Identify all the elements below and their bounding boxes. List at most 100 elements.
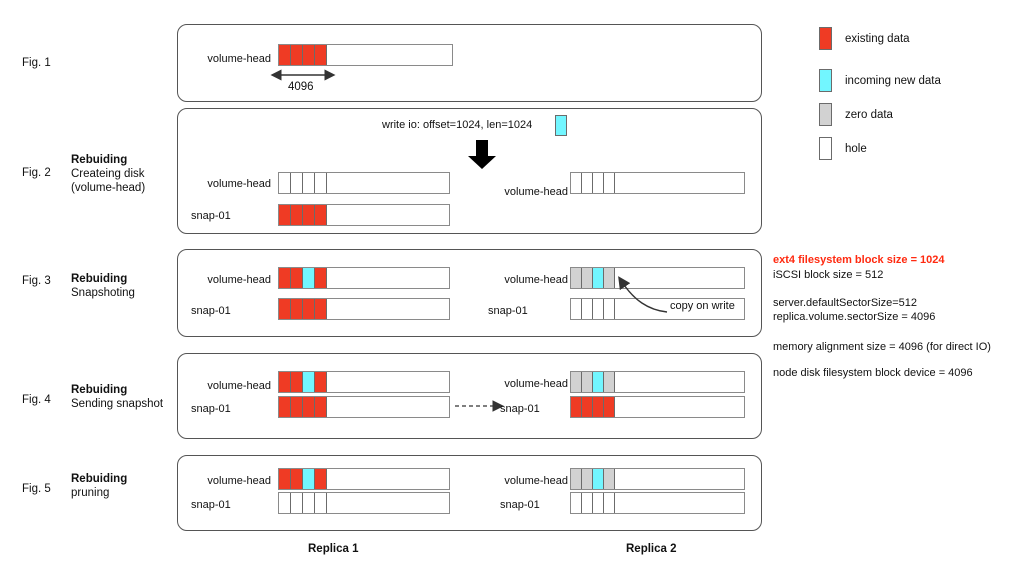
row-label-fig4-r2-volume-head: volume-head bbox=[504, 378, 568, 390]
stage-description-fig-2: Rebuiding Createing disk (volume-head) bbox=[71, 153, 145, 195]
row-label-fig5-r2-snap01: snap-01 bbox=[500, 499, 540, 511]
segment-hole bbox=[582, 493, 593, 513]
segment-existing-data bbox=[279, 372, 291, 392]
segment-existing-data bbox=[593, 397, 604, 417]
panel-fig-1 bbox=[177, 24, 762, 102]
segment-existing-data bbox=[315, 299, 327, 319]
copy-on-write-label: copy on write bbox=[670, 300, 735, 312]
segment-hole bbox=[593, 493, 604, 513]
fig-label-3: Fig. 3 bbox=[22, 275, 51, 287]
legend-label-hole: hole bbox=[845, 142, 867, 155]
stage-description-fig-4: Rebuiding Sending snapshot bbox=[71, 383, 163, 411]
write-io-block-incoming-data bbox=[555, 115, 567, 136]
row-label-fig1-r1-volume-head: volume-head bbox=[207, 53, 271, 65]
bar-fig2-replica1-volume-head bbox=[278, 172, 450, 194]
dimension-label-4096: 4096 bbox=[288, 81, 314, 93]
row-label-fig5-r1-snap01: snap-01 bbox=[191, 499, 231, 511]
segment-hole bbox=[303, 173, 315, 193]
segment-hole bbox=[593, 173, 604, 193]
row-label-fig5-r2-volume-head: volume-head bbox=[504, 475, 568, 487]
row-label-fig4-r1-snap01: snap-01 bbox=[191, 403, 231, 415]
write-io-label: write io: offset=1024, len=1024 bbox=[382, 119, 533, 131]
footer-replica-1: Replica 1 bbox=[308, 543, 359, 555]
panel-fig-2 bbox=[177, 108, 762, 234]
segment-zero-data bbox=[582, 469, 593, 489]
segment-zero-data bbox=[582, 372, 593, 392]
segment-hole bbox=[615, 397, 744, 417]
stage-description-fig-3: Rebuiding Snapshoting bbox=[71, 272, 135, 300]
note-replica-sector-size: replica.volume.sectorSize = 4096 bbox=[773, 311, 936, 323]
segment-existing-data bbox=[291, 397, 303, 417]
segment-existing-data bbox=[315, 397, 327, 417]
segment-existing-data bbox=[291, 372, 303, 392]
stage-line1-fig-5: pruning bbox=[71, 487, 110, 499]
segment-existing-data bbox=[315, 469, 327, 489]
legend-item-incoming-new-data: incoming new data bbox=[819, 69, 941, 92]
segment-existing-data bbox=[315, 372, 327, 392]
bar-fig5-replica2-volume-head bbox=[570, 468, 745, 490]
legend-item-hole: hole bbox=[819, 137, 867, 160]
stage-title-fig-4: Rebuiding bbox=[71, 384, 128, 396]
segment-existing-data bbox=[279, 299, 291, 319]
bar-fig4-replica1-volume-head bbox=[278, 371, 450, 393]
fig-label-1: Fig. 1 bbox=[22, 57, 51, 69]
bar-fig3-replica1-volume-head bbox=[278, 267, 450, 289]
legend-item-zero-data: zero data bbox=[819, 103, 893, 126]
note-memory-alignment-size: memory alignment size = 4096 (for direct… bbox=[773, 341, 991, 353]
legend-label-zero-data: zero data bbox=[845, 108, 893, 121]
legend-swatch-incoming-new-data bbox=[819, 69, 832, 92]
stage-line1-fig-3: Snapshoting bbox=[71, 287, 135, 299]
segment-incoming-new-data bbox=[593, 372, 604, 392]
segment-hole bbox=[593, 299, 604, 319]
segment-incoming-new-data bbox=[303, 268, 315, 288]
segment-existing-data bbox=[279, 397, 291, 417]
bar-fig5-replica1-snap01 bbox=[278, 492, 450, 514]
segment-hole bbox=[327, 268, 449, 288]
segment-hole bbox=[615, 268, 744, 288]
stage-line1-fig-2: Createing disk bbox=[71, 168, 145, 180]
row-label-fig3-r2-snap01: snap-01 bbox=[488, 305, 528, 317]
segment-hole bbox=[327, 493, 449, 513]
segment-existing-data bbox=[291, 205, 303, 225]
note-ext4-block-size: ext4 filesystem block size = 1024 bbox=[773, 254, 945, 266]
segment-hole bbox=[327, 173, 449, 193]
down-arrow-icon bbox=[468, 140, 496, 169]
bar-fig3-replica2-snap01 bbox=[570, 298, 745, 320]
segment-zero-data bbox=[604, 268, 615, 288]
legend-swatch-existing-data bbox=[819, 27, 832, 50]
segment-zero-data bbox=[582, 268, 593, 288]
segment-zero-data bbox=[604, 372, 615, 392]
row-label-fig5-r1-volume-head: volume-head bbox=[207, 475, 271, 487]
segment-hole bbox=[291, 173, 303, 193]
segment-existing-data bbox=[303, 299, 315, 319]
segment-existing-data bbox=[279, 268, 291, 288]
send-snapshot-dashed-arrow bbox=[455, 400, 505, 412]
fig-label-2: Fig. 2 bbox=[22, 167, 51, 179]
segment-hole bbox=[279, 493, 291, 513]
segment-hole bbox=[315, 173, 327, 193]
row-label-fig2-r2-volume-head: volume-head bbox=[504, 186, 568, 198]
segment-incoming-new-data bbox=[593, 469, 604, 489]
legend-swatch-hole bbox=[819, 137, 832, 160]
segment-existing-data bbox=[303, 205, 315, 225]
stage-title-fig-3: Rebuiding bbox=[71, 273, 128, 285]
segment-existing-data bbox=[604, 397, 615, 417]
segment-hole bbox=[582, 299, 593, 319]
legend-swatch-zero-data bbox=[819, 103, 832, 126]
segment-hole bbox=[327, 299, 449, 319]
segment-hole bbox=[571, 299, 582, 319]
fig-label-5: Fig. 5 bbox=[22, 483, 51, 495]
segment-zero-data bbox=[571, 469, 582, 489]
dimension-arrow-4096 bbox=[270, 69, 336, 81]
segment-existing-data bbox=[315, 205, 327, 225]
bar-fig3-replica2-volume-head bbox=[570, 267, 745, 289]
bar-fig3-replica1-snap01 bbox=[278, 298, 450, 320]
segment-zero-data bbox=[571, 268, 582, 288]
stage-title-fig-2: Rebuiding bbox=[71, 154, 128, 166]
segment-hole bbox=[604, 173, 615, 193]
segment-existing-data bbox=[279, 469, 291, 489]
segment-hole bbox=[327, 45, 452, 65]
segment-incoming-new-data bbox=[593, 268, 604, 288]
segment-existing-data bbox=[279, 45, 291, 65]
segment-existing-data bbox=[571, 397, 582, 417]
